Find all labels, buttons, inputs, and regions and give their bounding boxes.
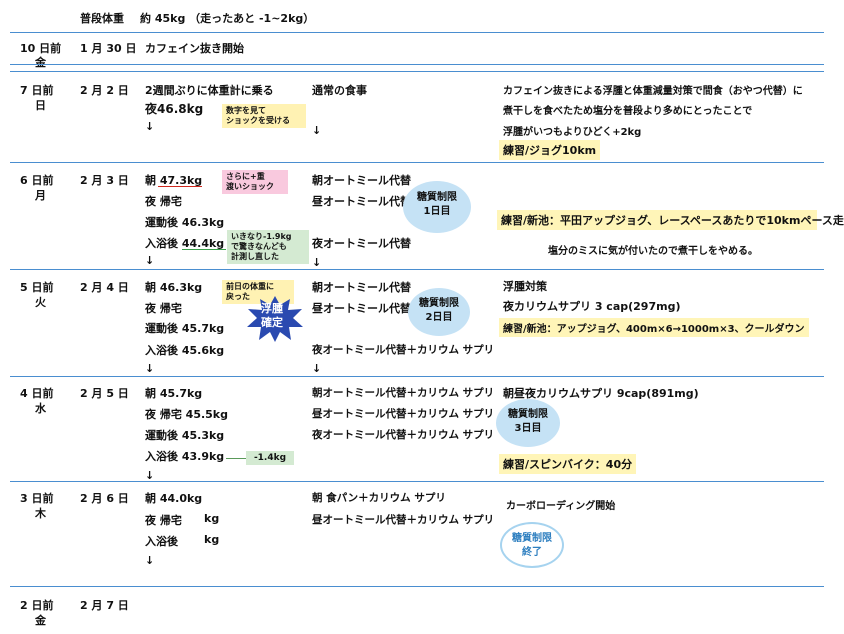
divider [10,586,824,587]
weight-text: 朝 45.7kg [145,387,203,400]
day-label: 5 日前 [20,281,54,294]
divider [10,32,824,33]
weight-text: 入浴後 44.4kg [145,237,225,250]
meal-text: 夜オートミール代替＋カリウム サプリ [312,429,495,441]
carb-restriction-bubble: 糖質制限 2日目 [408,288,470,336]
practice-text: 練習/新池：平田アップジョグ、レースペースあたりで10kmペース走 [497,210,844,230]
underline [158,186,202,187]
dow-label: 月 [35,189,46,202]
note-text: カフェイン抜きによる浮腫と体重減量対策で間食（おやつ代替）に [503,86,803,97]
weight-text: 夜 帰宅 [145,514,182,527]
weight-text: 夜 帰宅 [145,195,182,208]
weight-text: 夜 帰宅 [145,302,182,315]
carb-restriction-bubble: 糖質制限 1日目 [403,181,471,233]
divider [10,71,824,72]
date-label: 2 月 6 日 [80,492,129,505]
dow-label: 水 [35,402,46,415]
dow-label: 金 [35,614,46,627]
arrow: ↓ [312,124,322,137]
weight-text: 運動後 45.3kg [145,429,225,442]
day-label: 2 日前 [20,599,54,612]
note-text: カーボローディング開始 [506,501,616,512]
arrow: ↓ [145,254,155,267]
arrow: ↓ [312,256,322,269]
starburst-text: 浮腫 確定 [261,302,283,329]
arrow: ↓ [145,362,155,375]
meal-text: 朝オートミール代替 [312,281,411,294]
carb-restriction-bubble: 糖質制限 終了 [500,522,564,568]
weight-unit: kg [204,512,220,525]
divider [10,64,824,65]
arrow: ↓ [145,120,155,133]
divider [10,162,824,163]
day-label: 7 日前 [20,84,54,97]
weight-text: 入浴後 45.6kg [145,344,225,357]
comment-note: -1.4kg [246,451,294,465]
day-label: 10 日前 [20,42,62,55]
day-label: 6 日前 [20,174,54,187]
event-text: カフェイン抜き開始 [145,42,244,55]
note-text: 浮腫がいつもよりひどく+2kg [503,127,642,138]
underline [182,249,226,250]
dow-label: 日 [35,99,46,112]
note-text: 煮干しを食べたため塩分を普段より多めにとったことで [503,106,753,117]
weight-text: 入浴後 [145,535,178,548]
day-label: 3 日前 [20,492,54,505]
weight-text: 入浴後 43.9kg [145,450,225,463]
weight-text: 朝 46.3kg [145,281,203,294]
starburst-icon [247,296,303,342]
header-value: 約 45kg （走ったあと -1~2kg） [140,12,315,25]
meal-text: 朝オートミール代替＋カリウム サプリ [312,387,495,399]
meal-text: 昼オートミール代替＋カリウム サプリ [312,408,495,420]
header-label: 普段体重 [80,12,124,25]
meal-text: 通常の食事 [312,84,367,97]
divider [10,376,824,377]
practice-text: 練習/新池：アップジョグ、400m×6→1000m×3、クールダウン [499,318,809,337]
meal-text: 朝オートミール代替 [312,174,411,187]
dow-label: 火 [35,296,46,309]
meal-text: 昼オートミール代替 [312,195,411,208]
arrow: ↓ [312,362,322,375]
weight-text: 2週間ぶりに体重計に乗る [145,84,274,97]
date-label: 2 月 2 日 [80,84,129,97]
weight-text: 夜 帰宅 45.5kg [145,408,228,421]
meal-text: 夜オートミール代替 [312,237,411,250]
date-label: 2 月 4 日 [80,281,129,294]
weight-text: 朝 44.0kg [145,492,203,505]
comment-note: 数字を見て ショックを受ける [222,104,306,128]
note-text: 浮腫対策 [503,280,547,293]
arrow: ↓ [145,469,155,482]
meal-text: 昼オートミール代替 [312,302,411,315]
practice-text: 練習/ジョグ10km [499,140,601,160]
arrow: ↓ [145,554,155,567]
date-label: 1 月 30 日 [80,42,137,55]
dow-label: 木 [35,507,46,520]
comment-note: 前日の体重に 戻った [222,280,294,304]
note-text: 朝昼夜カリウムサプリ 9cap(891mg) [503,387,699,400]
carb-restriction-bubble: 糖質制限 3日目 [496,399,560,447]
weight-text: 運動後 45.7kg [145,322,225,335]
connector-line [226,458,248,459]
weight-text: 夜46.8kg [145,102,204,116]
date-label: 2 月 5 日 [80,387,129,400]
dow-label: 金 [35,56,46,69]
date-label: 2 月 3 日 [80,174,129,187]
comment-note: いきなり-1.9kg で驚きなんども 計測し直した [227,230,309,264]
meal-text: 夜オートミール代替＋カリウム サプリ [312,344,495,356]
date-label: 2 月 7 日 [80,599,129,612]
note-text: 塩分のミスに気が付いたので煮干しをやめる。 [548,246,758,257]
practice-text: 練習/スピンバイク：40分 [499,454,637,474]
divider [10,269,824,270]
divider [10,481,824,482]
weight-text: 朝 47.3kg [145,174,203,187]
comment-note: さらに+重 渡いショック [222,170,288,194]
day-label: 4 日前 [20,387,54,400]
weight-text: 運動後 46.3kg [145,216,225,229]
note-text: 夜カリウムサプリ 3 cap(297mg) [503,300,681,313]
weight-unit: kg [204,533,220,546]
meal-text: 昼オートミール代替＋カリウム サプリ [312,514,495,526]
meal-text: 朝 食パン＋カリウム サプリ [312,492,446,504]
